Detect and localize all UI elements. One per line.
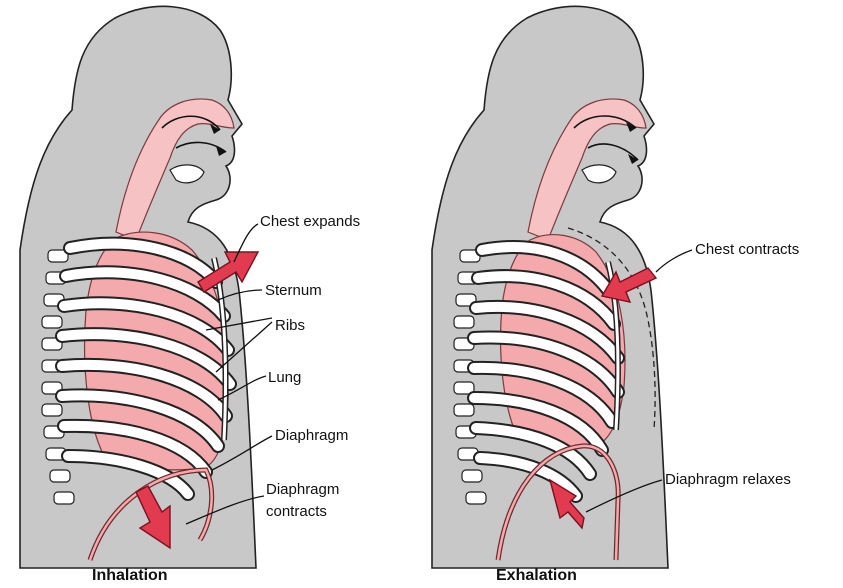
ribs-label: Ribs: [275, 317, 305, 334]
diaphragm-contracts-label: Diaphragm: [266, 481, 339, 498]
inhalation-panel: [20, 6, 258, 568]
diaphragm-label: Diaphragm: [275, 427, 348, 444]
exhalation-caption: Exhalation: [496, 567, 577, 584]
lung-label: Lung: [268, 369, 301, 386]
chest-contracts-label: Chest contracts: [695, 241, 799, 258]
chest-expands-label: Chest expands: [260, 213, 360, 230]
diaphragm-relaxes-label: Diaphragm relaxes: [665, 471, 791, 488]
diaphragm-contracts-label: contracts: [266, 503, 327, 520]
inhalation-caption: Inhalation: [92, 567, 168, 584]
chest-contracts-leader: [656, 250, 692, 272]
sternum-label: Sternum: [265, 282, 322, 299]
exhalation-panel: [432, 6, 668, 568]
